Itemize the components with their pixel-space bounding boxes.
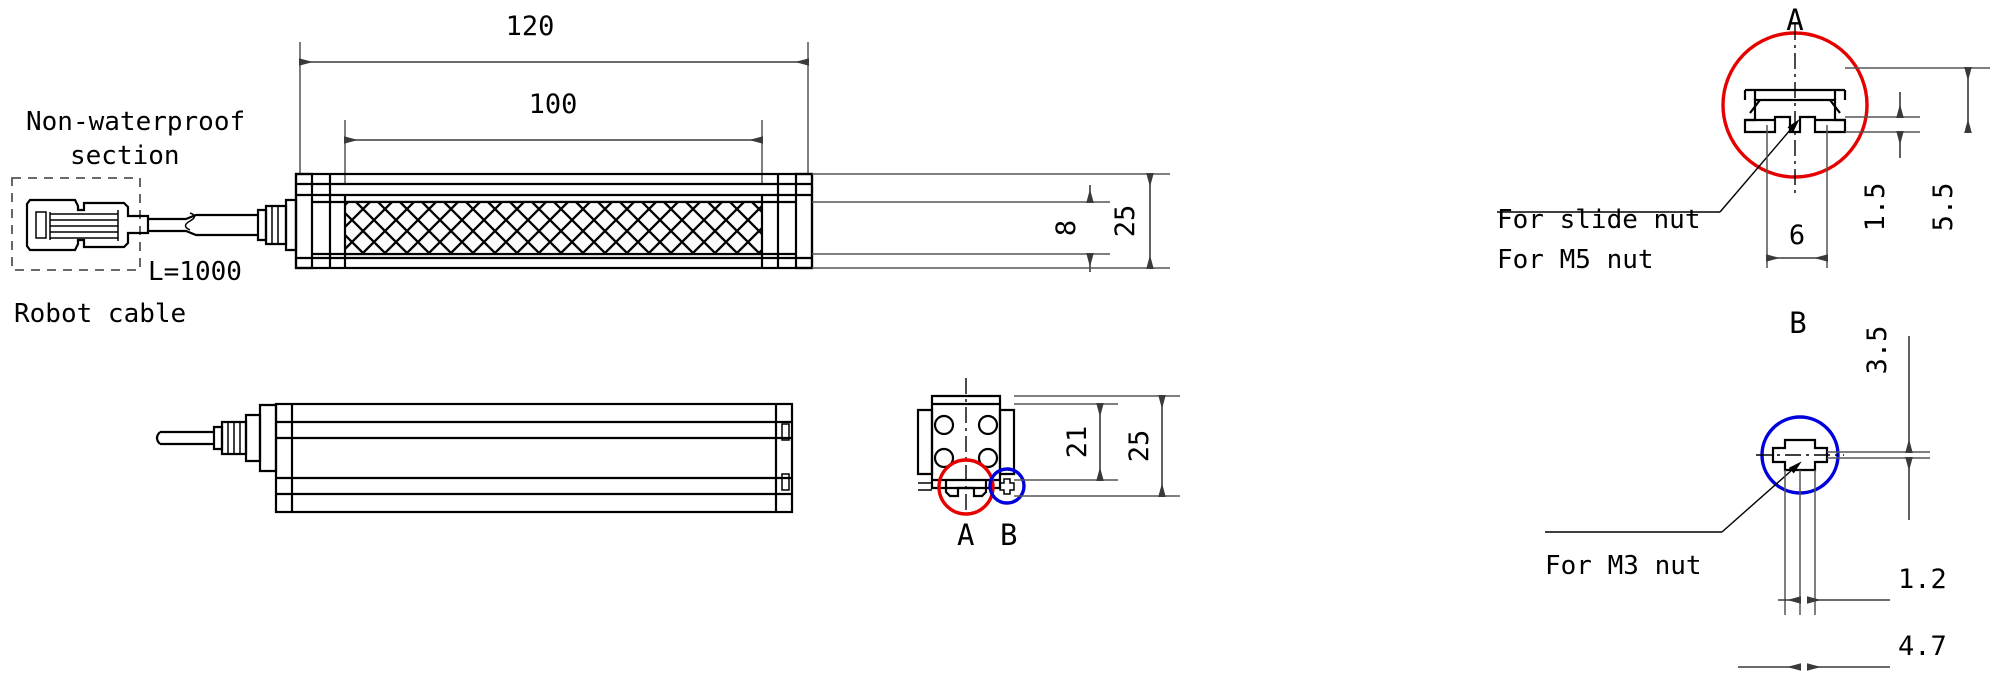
- cable-assembly-group: Non-waterproof section L=1000 Robot cabl…: [11, 107, 258, 329]
- detail-a-leader: [1719, 119, 1800, 213]
- dim-label-100: 100: [529, 89, 578, 120]
- non-waterproof-box: [11, 177, 141, 271]
- bolt-hole-bl: [933, 447, 955, 469]
- detail-b-marker-circle: [988, 467, 1026, 505]
- top-section-view: 120 100: [256, 11, 1170, 272]
- body-outline-side: [274, 402, 794, 514]
- cable-upper-line: [148, 213, 238, 221]
- dim-label-25-end: 25: [1124, 430, 1155, 463]
- dim-label-3-5: 3.5: [1862, 326, 1893, 375]
- cable-break-icon: [184, 212, 196, 231]
- detail-a-group: A For slide nut For M5 nut 6 1.5 5.5: [1497, 3, 1990, 275]
- dim-label-25: 25: [1110, 205, 1141, 238]
- detail-a-marker-circle: [937, 458, 995, 516]
- dim-label-1-2: 1.2: [1898, 564, 1947, 595]
- body-left-cap: [294, 172, 314, 270]
- cable-length-label: L=1000: [148, 257, 242, 287]
- end-section-label-b: B: [1000, 518, 1017, 552]
- non-waterproof-label-line1: Non-waterproof: [26, 107, 245, 137]
- dim-label-21: 21: [1062, 426, 1093, 459]
- detail-a-letter: A: [1786, 3, 1803, 37]
- for-m5-nut-label: For M5 nut: [1497, 245, 1654, 275]
- end-section-view: A B 21 25: [916, 378, 1180, 552]
- dim-label-5-5: 5.5: [1928, 183, 1959, 232]
- end-section-label-a: A: [957, 518, 974, 552]
- detail-b-letter: B: [1789, 306, 1806, 340]
- dim-label-120: 120: [506, 11, 555, 42]
- bolt-hole-tl: [933, 414, 955, 436]
- end-section-t-slot: [944, 480, 988, 498]
- dim-label-1-5: 1.5: [1860, 183, 1891, 232]
- side-elevation-view: [155, 402, 794, 514]
- for-slide-nut-label: For slide nut: [1497, 205, 1701, 235]
- dim-label-4-7: 4.7: [1898, 631, 1947, 662]
- cable-lower-line: [148, 229, 238, 237]
- dim-label-8: 8: [1051, 220, 1082, 236]
- end-section-cross-slot: [999, 478, 1015, 495]
- detail-b-leader: [1721, 461, 1802, 533]
- bolt-hole-tr: [977, 414, 999, 436]
- robot-cable-label: Robot cable: [14, 299, 186, 329]
- side-slot-lower: [781, 473, 790, 491]
- side-cable-gland: [212, 403, 278, 473]
- connector-icon: [25, 198, 150, 252]
- for-m3-nut-label: For M3 nut: [1545, 551, 1702, 581]
- body-right-cap: [794, 172, 814, 270]
- detail-b-group: B For M3 nut 3.5 1.2 4.7: [1545, 306, 1947, 671]
- cable-gland: [256, 198, 298, 252]
- hatched-region: [343, 200, 764, 256]
- side-slot-upper: [781, 423, 790, 441]
- non-waterproof-label-line2: section: [70, 141, 180, 171]
- dim-label-6: 6: [1789, 220, 1805, 251]
- bolt-hole-br: [977, 447, 999, 469]
